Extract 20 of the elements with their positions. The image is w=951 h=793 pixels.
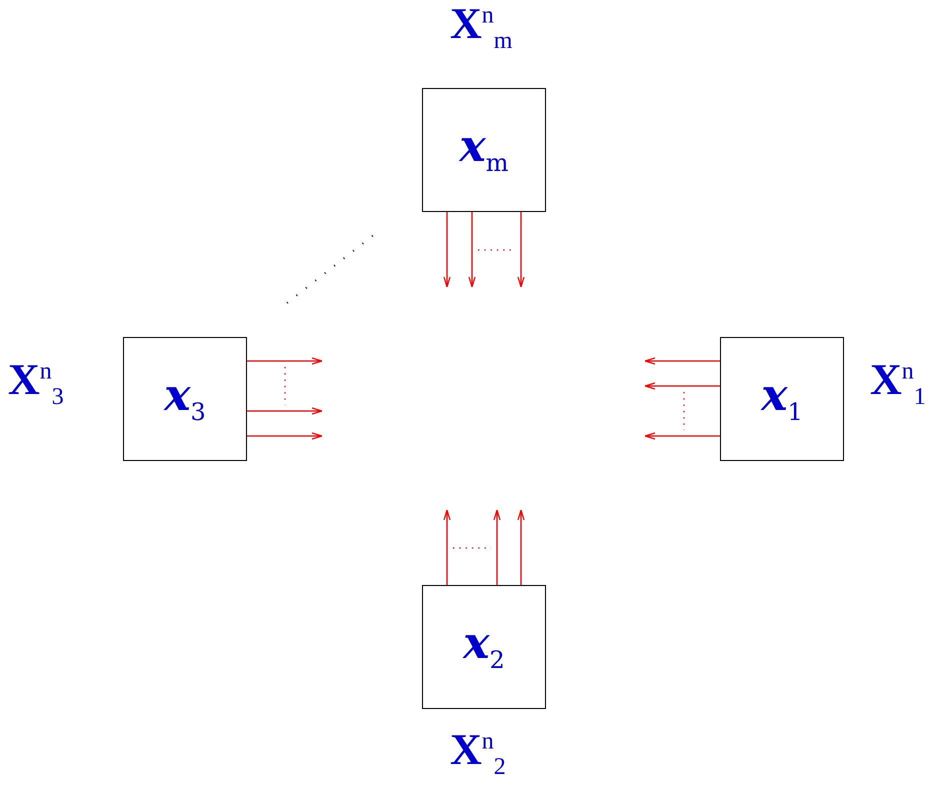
arrow [443,509,451,585]
arrow [517,509,525,585]
arrow [247,432,323,440]
variable-label: x$_{2}$ [463,622,505,672]
arrow [468,212,476,288]
variable-label: x$_{1}$ [761,374,803,424]
arrow [517,212,525,288]
arrow [644,432,720,440]
arrow [644,382,720,390]
variable-label: x$_{m}$ [460,125,508,175]
arrow [644,357,720,365]
process-box [720,337,844,461]
arrow [247,407,323,415]
process-box [123,337,247,461]
arrow [247,357,323,365]
process-box [422,88,546,212]
arrow [493,509,501,585]
arrow [443,212,451,288]
variable-label: x$_{3}$ [164,374,206,424]
process-box [422,585,546,709]
